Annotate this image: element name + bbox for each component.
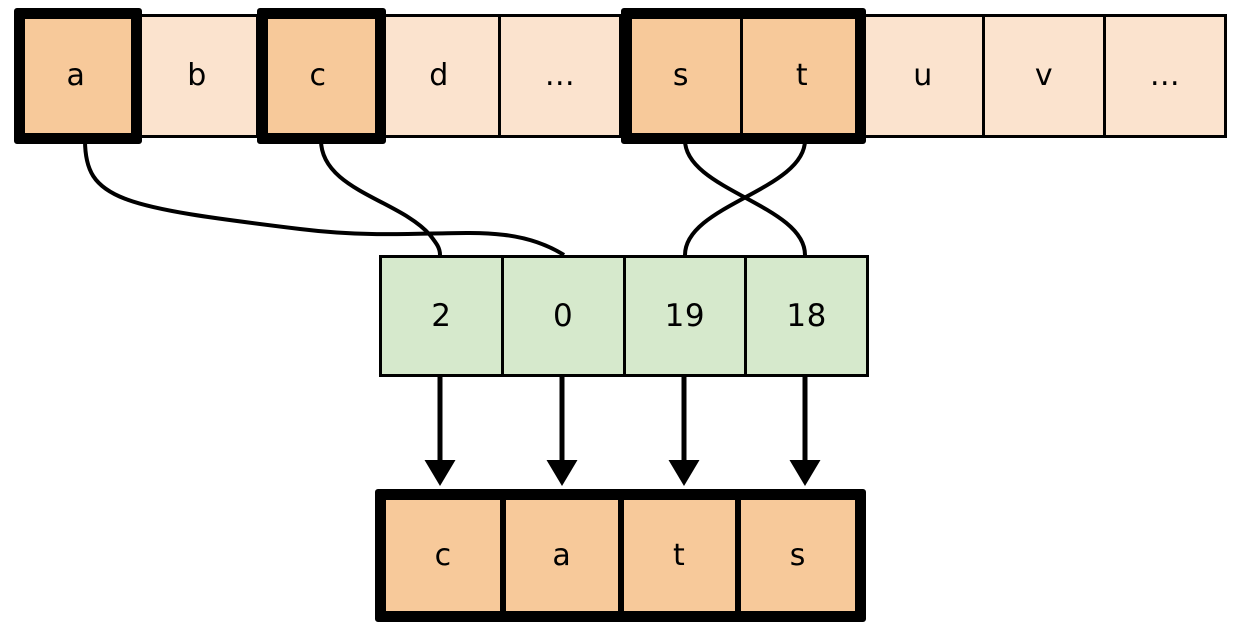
alphabet-cell-v[interactable]: v <box>982 14 1106 138</box>
alphabet-cell-ellipsis-4[interactable]: ... <box>498 14 622 138</box>
alphabet-cell-s[interactable]: s <box>619 14 743 138</box>
curve-t-to-index-2 <box>683 139 807 256</box>
result-cell-1[interactable]: a <box>503 500 621 611</box>
index-cell-3[interactable]: 18 <box>744 255 869 377</box>
alphabet-cell-d[interactable]: d <box>377 14 501 138</box>
result-cell-0[interactable]: c <box>386 500 504 611</box>
alphabet-cell-t[interactable]: t <box>740 14 864 138</box>
curve-s-to-index-3 <box>683 139 807 256</box>
result-cell-3[interactable]: s <box>737 500 855 611</box>
alphabet-cell-b[interactable]: b <box>135 14 259 138</box>
curve-a-to-index-1 <box>83 139 566 257</box>
curve-c-to-index-0 <box>319 139 442 256</box>
index-cell-2[interactable]: 19 <box>622 255 748 377</box>
index-cell-1[interactable]: 0 <box>500 255 626 377</box>
result-cell-2[interactable]: t <box>620 500 738 611</box>
alphabet-cell-c[interactable]: c <box>256 14 380 138</box>
alphabet-cell-ellipsis-9[interactable]: ... <box>1103 14 1227 138</box>
index-cell-0[interactable]: 2 <box>379 255 504 377</box>
alphabet-cell-a[interactable]: a <box>14 14 138 138</box>
alphabet-cell-u[interactable]: u <box>861 14 985 138</box>
